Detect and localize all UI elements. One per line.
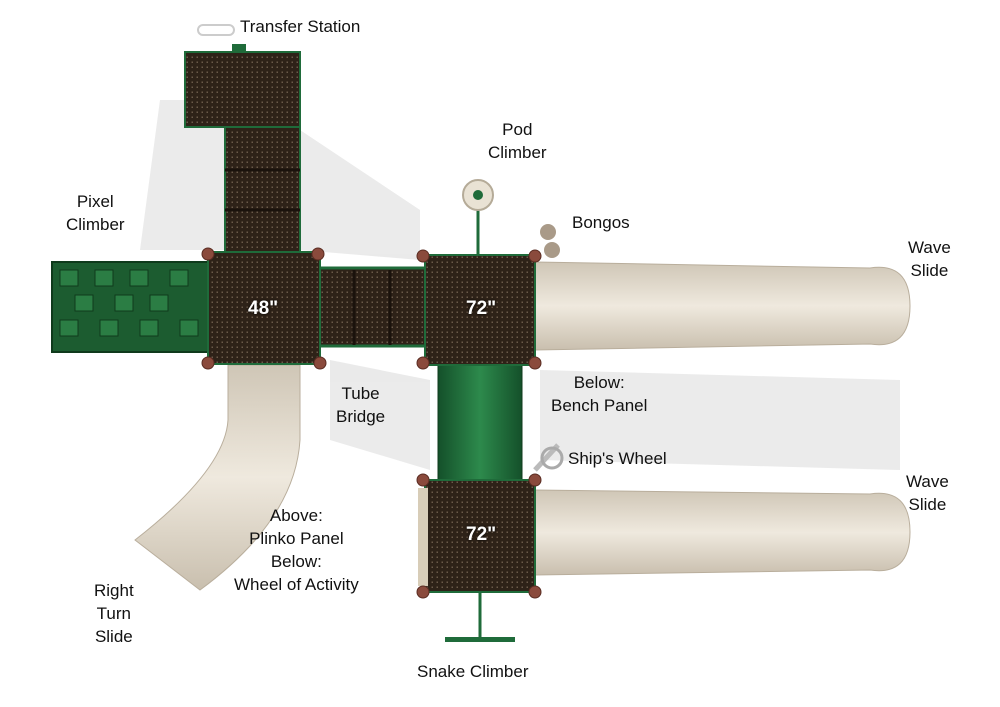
right-turn-slide [134, 364, 301, 591]
wave-slide-top [534, 261, 911, 351]
deck-height-72-bottom: 72" [466, 524, 497, 545]
label-line: Bridge [336, 407, 386, 426]
label-snake-climber: Snake Climber [417, 662, 529, 681]
label-line: Wave [908, 238, 951, 257]
deck-72-bottom [424, 479, 536, 593]
label-line: Turn [96, 604, 131, 623]
deck-height-48: 48" [248, 298, 279, 319]
label-line: Above: [269, 506, 323, 525]
deck-48 [207, 251, 321, 365]
snake-climber [445, 592, 515, 642]
tube-bridge-deck [316, 266, 428, 348]
label-line: Slide [94, 627, 133, 646]
label-line: Wheel of Activity [234, 575, 359, 594]
label-line: Bench Panel [551, 396, 648, 415]
post-caps [201, 247, 542, 599]
wave-slide-bottom [534, 489, 911, 576]
shadows [140, 100, 900, 470]
pod-climber [462, 179, 494, 255]
deck-height-72-center: 72" [466, 298, 497, 319]
transfer-station [184, 24, 301, 258]
label-line: Wave [906, 472, 949, 491]
label-line: Pod [502, 120, 533, 139]
label-bench-panel: Below: Bench Panel [551, 371, 647, 417]
label-line: Climber [488, 143, 547, 162]
plinko-panel [418, 488, 428, 586]
label-transfer-station: Transfer Station [240, 17, 361, 36]
label-line: Right [94, 581, 134, 600]
deck-72-center [424, 254, 536, 366]
label-line: Slide [910, 261, 949, 280]
label-line: Slide [908, 495, 947, 514]
label-ships-wheel: Ship's Wheel [568, 449, 667, 468]
label-line: Tube [341, 384, 380, 403]
label-line: Below: [270, 552, 322, 571]
pixel-climber [51, 261, 211, 353]
bongos [540, 224, 560, 258]
label-line: Pixel [76, 192, 114, 211]
crawl-tube [437, 364, 523, 484]
ships-wheel [533, 443, 564, 472]
label-line: Plinko Panel [249, 529, 344, 548]
label-bongos: Bongos [572, 213, 630, 232]
label-line: Climber [66, 215, 125, 234]
label-line: Below: [573, 373, 625, 392]
